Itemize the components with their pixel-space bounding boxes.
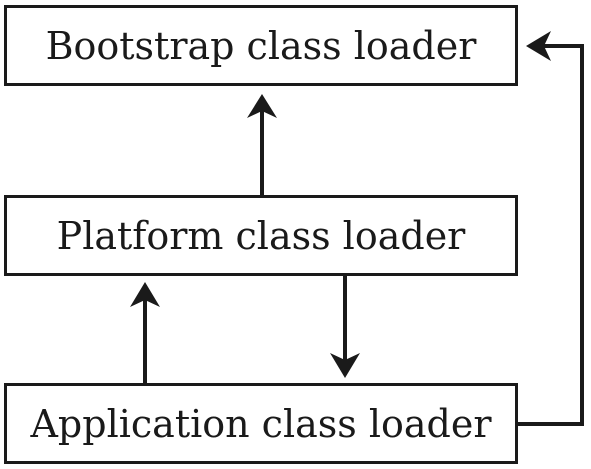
bootstrap-class-loader-label: Bootstrap class loader bbox=[45, 23, 477, 68]
application-class-loader-label: Application class loader bbox=[30, 401, 492, 446]
platform-class-loader-box: Platform class loader bbox=[4, 195, 518, 276]
arrow-platform-to-bootstrap bbox=[247, 94, 277, 195]
arrow-application-to-platform bbox=[130, 282, 160, 383]
bootstrap-class-loader-box: Bootstrap class loader bbox=[4, 5, 518, 86]
arrow-platform-to-application bbox=[330, 276, 360, 378]
application-class-loader-box: Application class loader bbox=[4, 383, 518, 464]
platform-class-loader-label: Platform class loader bbox=[56, 213, 466, 258]
arrow-application-to-bootstrap bbox=[518, 31, 584, 426]
